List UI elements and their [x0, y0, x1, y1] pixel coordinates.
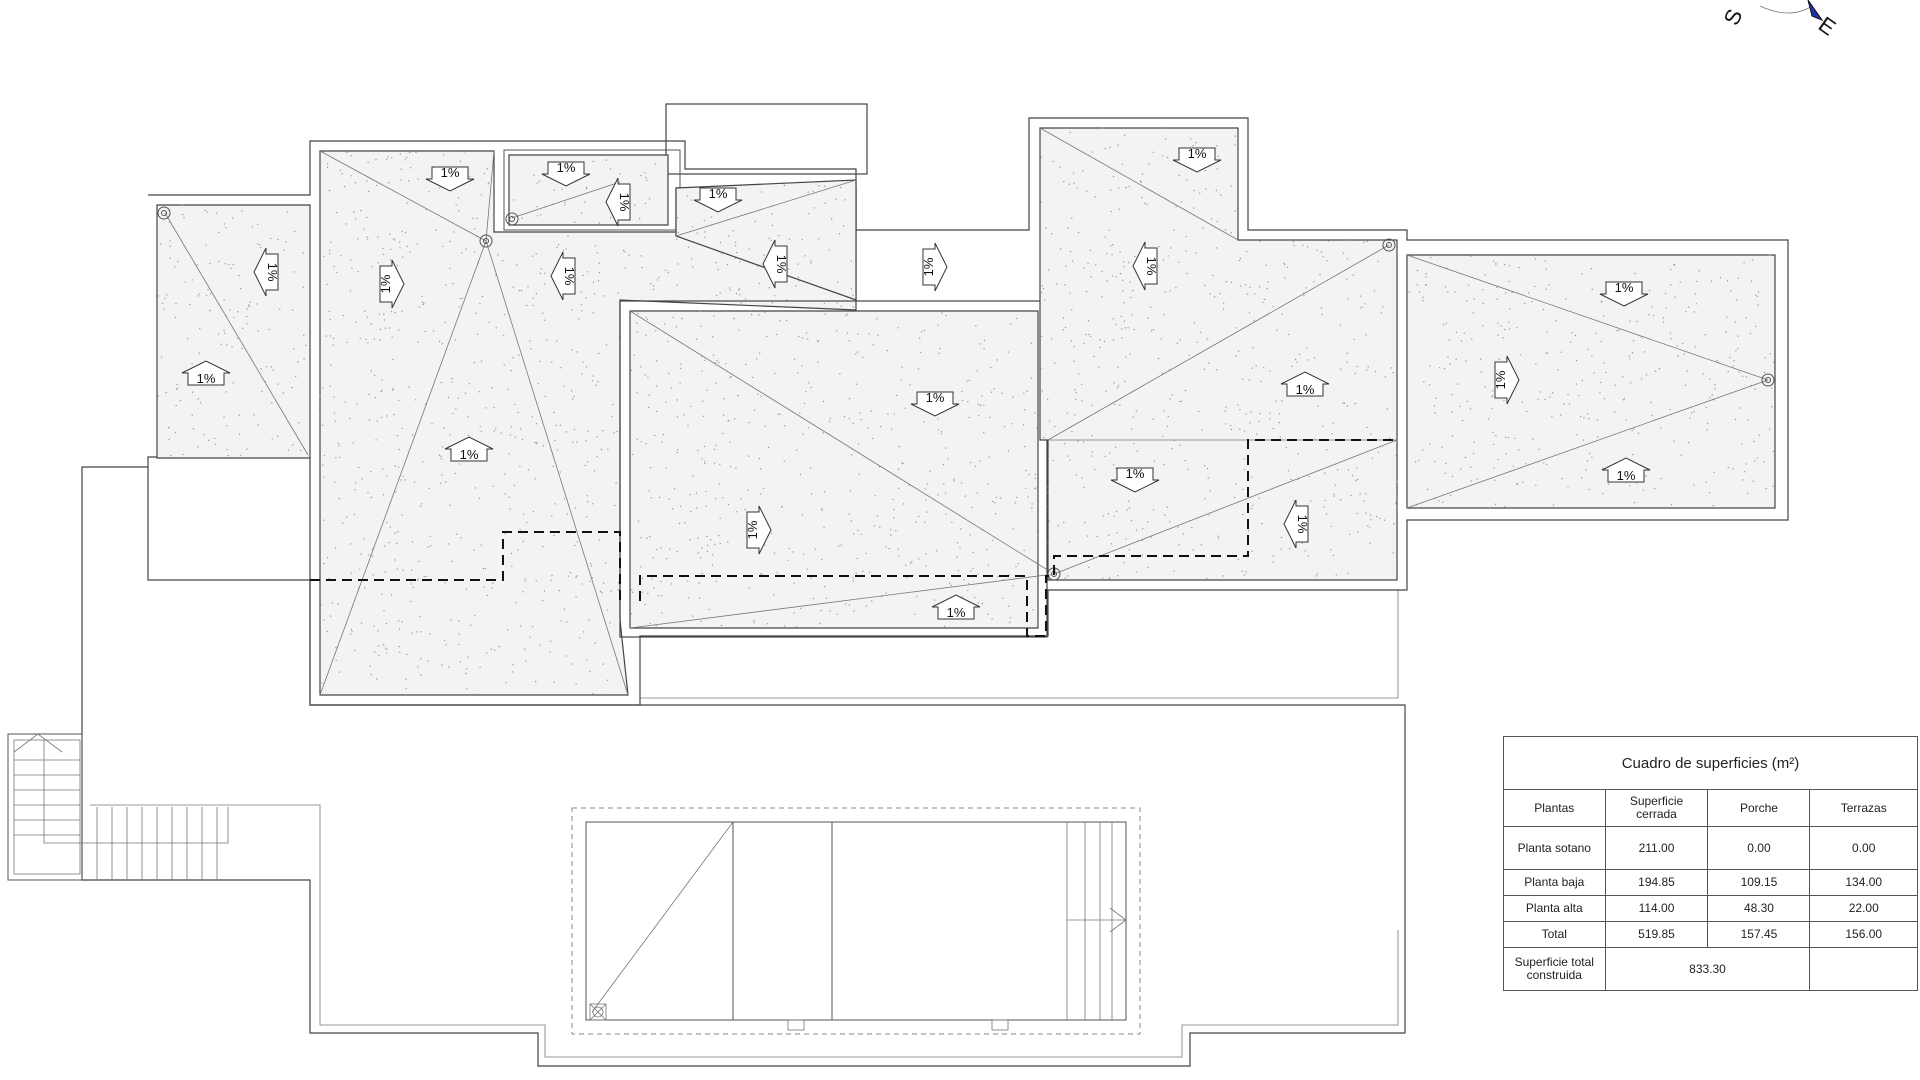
slope-label: 1% — [460, 447, 479, 462]
slope-arrow-icon: 1% — [745, 505, 772, 555]
roof-outer-outline — [147, 117, 1789, 706]
row-planta: Total — [1503, 921, 1606, 948]
slope-arrow-icon: 1% — [550, 251, 577, 301]
pool — [571, 807, 1141, 1035]
table-row: Total 519.85 157.45 156.00 — [1503, 921, 1918, 948]
roof-plane-east — [1039, 127, 1398, 581]
row-cerrada: 519.85 — [1604, 921, 1709, 948]
row-porche: 0.00 — [1707, 826, 1811, 870]
slope-label: 1% — [441, 165, 460, 180]
slope-arrow-icon: 1% — [1280, 371, 1330, 397]
slope-arrow-icon: 1% — [910, 390, 960, 417]
slope-label: 1% — [745, 520, 760, 539]
row-cerrada: 194.85 — [1604, 869, 1709, 896]
slope-arrow-icon: 1% — [541, 160, 591, 187]
slope-arrow-icon: 1% — [1601, 457, 1651, 483]
slope-label: 1% — [265, 263, 280, 282]
slope-label: 1% — [1188, 146, 1207, 161]
header-porche: Porche — [1707, 789, 1811, 827]
table-row: Planta alta 114.00 48.30 22.00 — [1503, 895, 1918, 922]
table-row: Planta baja 194.85 109.15 134.00 — [1503, 869, 1918, 896]
slope-arrow-icon: 1% — [1493, 355, 1520, 405]
slope-arrow-icon: 1% — [1172, 146, 1222, 173]
slope-label: 1% — [557, 160, 576, 175]
area-table: Cuadro de superficies (m²) Plantas Super… — [1503, 736, 1918, 991]
slope-arrow-icon: 1% — [181, 360, 231, 386]
slope-arrow-icon: 1% — [253, 247, 280, 297]
slope-label: 1% — [197, 371, 216, 386]
table-row: Planta sotano 211.00 0.00 0.00 — [1503, 826, 1918, 870]
slope-label: 1% — [1126, 466, 1145, 481]
roof-gravel-texture — [1040, 127, 1398, 580]
slope-arrow-icon: 1% — [378, 259, 405, 309]
slope-arrow-icon: 1% — [1110, 466, 1160, 493]
slope-arrow-icon: 1% — [425, 165, 475, 192]
header-plantas: Plantas — [1503, 789, 1606, 827]
row-planta: Planta baja — [1503, 869, 1606, 896]
slope-arrows: 1% 1% 1% 1% 1% 1% 1% 1% 1% 1% 1% 1% 1% 1% 1% 1% 1% 1% 1% 1%… — [181, 146, 1651, 620]
compass-needle-icon — [1807, 0, 1824, 22]
total-built-label: Superficie total construida — [1503, 947, 1606, 991]
row-planta: Planta alta — [1503, 895, 1606, 922]
row-terrazas: 134.00 — [1809, 869, 1918, 896]
slope-label: 1% — [774, 255, 789, 274]
row-terrazas: 0.00 — [1809, 826, 1918, 870]
roof-plane-far-east — [1406, 254, 1776, 509]
row-terrazas: 22.00 — [1809, 895, 1918, 922]
slope-label: 1% — [1144, 257, 1159, 276]
slope-label: 1% — [617, 193, 632, 212]
roof-plane-small — [508, 154, 669, 226]
slope-label: 1% — [562, 267, 577, 286]
slope-label: 1% — [1617, 468, 1636, 483]
table-row-total-built: Superficie total construida 833.30 — [1503, 947, 1918, 991]
slope-label: 1% — [1615, 280, 1634, 295]
staircase — [7, 733, 229, 881]
row-cerrada: 114.00 — [1604, 895, 1709, 922]
slope-label: 1% — [947, 605, 966, 620]
row-planta: Planta sotano — [1503, 826, 1606, 870]
slope-arrow-icon: 1% — [931, 594, 981, 620]
row-cerrada: 211.00 — [1604, 826, 1709, 870]
slope-arrow-icon: 1% — [1132, 241, 1159, 291]
slope-label: 1% — [926, 390, 945, 405]
row-porche: 48.30 — [1707, 895, 1811, 922]
slope-label: 1% — [1296, 382, 1315, 397]
chimney-block — [665, 103, 868, 175]
compass-south-label: S — [1719, 5, 1748, 29]
header-terrazas: Terrazas — [1809, 789, 1918, 827]
row-terrazas: 156.00 — [1809, 921, 1918, 948]
ground-floor-inner-outline — [90, 804, 1399, 1058]
lower-floor-dashed-outline — [310, 439, 1397, 637]
slope-label: 1% — [921, 257, 936, 276]
compass: S E — [1719, 0, 1840, 40]
slope-label: 1% — [1295, 515, 1310, 534]
roof-gravel-texture — [630, 310, 1039, 629]
total-built-empty — [1809, 947, 1918, 991]
header-superficie-cerrada: Superficie cerrada — [1604, 789, 1709, 827]
slope-arrow-icon: 1% — [1599, 280, 1649, 307]
roof-plane-central — [629, 310, 1039, 629]
slope-arrow-icon: 1% — [762, 239, 789, 289]
slope-arrow-icon: 1% — [444, 436, 494, 462]
slope-label: 1% — [709, 186, 728, 201]
slope-arrow-icon: 1% — [605, 177, 632, 227]
total-built-value: 833.30 — [1604, 947, 1811, 991]
slope-arrow-icon: 1% — [1283, 499, 1310, 549]
roof-gravel-texture — [1408, 254, 1775, 509]
area-table-title: Cuadro de superficies (m²) — [1503, 736, 1918, 790]
slope-arrow-icon: 1% — [921, 242, 948, 292]
slope-label: 1% — [378, 274, 393, 293]
slope-label: 1% — [1493, 370, 1508, 389]
row-porche: 157.45 — [1707, 921, 1811, 948]
row-porche: 109.15 — [1707, 869, 1811, 896]
slope-arrow-icon: 1% — [693, 186, 743, 213]
